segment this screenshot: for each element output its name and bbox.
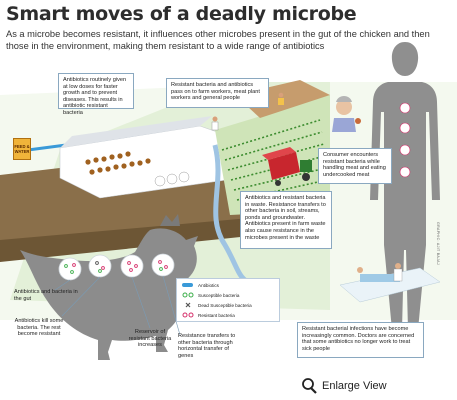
label-gut: Antibiotics and bacteria in the gut — [14, 289, 78, 302]
label-transfer: Resistance transfers to other bacteria t… — [178, 333, 236, 359]
page-title: Smart moves of a deadly microbe — [6, 3, 357, 25]
ground-edge — [0, 218, 250, 262]
gut-stage-circles — [58, 253, 175, 281]
barn-roof — [60, 116, 212, 148]
caption-pass-to-workers: Resistant bacteria and antibiotics pass … — [166, 78, 269, 108]
legend-item-dead: Dead Susceptible bacteria — [181, 301, 252, 309]
human-silhouette — [370, 42, 440, 330]
enlarge-view-label: Enlarge View — [322, 380, 387, 392]
body-microbe-dots — [399, 102, 411, 178]
waste-stream — [212, 144, 247, 283]
leader-lines — [54, 275, 181, 336]
feed-water-bag: FEED & WATER — [13, 138, 31, 160]
dead-bacteria-icon — [185, 302, 191, 308]
legend-label: Dead Susceptible bacteria — [198, 302, 252, 308]
magnifier-icon — [302, 378, 317, 394]
label-reservoir: Reservoir of resistant bacteria increase… — [128, 329, 172, 349]
caption-antibiotics-given: Antibiotics routinely given at low doses… — [58, 73, 134, 116]
resistant-bacteria-icon — [182, 312, 194, 318]
legend-label: Susceptible bacteria — [198, 292, 240, 298]
tractor-with-trailer — [262, 147, 312, 186]
farm-worker — [211, 116, 219, 131]
legend-item-resistant: Resistant bacteria — [181, 311, 235, 319]
chicken-flock — [85, 151, 151, 175]
legend-label: Antibiotics — [198, 282, 219, 288]
legend-label: Resistant bacteria — [198, 312, 235, 318]
caption-waste: Antibiotics and resistant bacteria in wa… — [240, 191, 332, 249]
legend-item-antibiotics: Antibiotics — [181, 281, 219, 289]
susceptible-bacteria-icon — [182, 292, 194, 298]
caption-consumer: Consumer encounters resistant bacteria w… — [318, 148, 392, 184]
enlarge-view-button[interactable]: Enlarge View — [302, 377, 387, 395]
consumer-figure — [332, 96, 361, 132]
hospital-scene — [339, 263, 441, 303]
chicken-comb — [160, 214, 180, 226]
gut-bacteria — [64, 260, 168, 274]
legend: Antibiotics Susceptible bacteria Dead Su… — [176, 278, 280, 322]
legend-item-susceptible: Susceptible bacteria — [181, 291, 239, 299]
graphic-credit: GRAPHIC: AJIT BAJAJ — [436, 222, 440, 265]
caption-infections: Resistant bacterial infections have beco… — [297, 322, 424, 358]
field-worker — [278, 92, 284, 105]
antibiotic-capsule-icon — [182, 283, 193, 287]
label-kill: Antibiotics kill some bacteria. The rest… — [14, 318, 64, 338]
barn-fans — [154, 171, 190, 187]
page-subtitle: As a microbe becomes resistant, it influ… — [6, 29, 430, 51]
